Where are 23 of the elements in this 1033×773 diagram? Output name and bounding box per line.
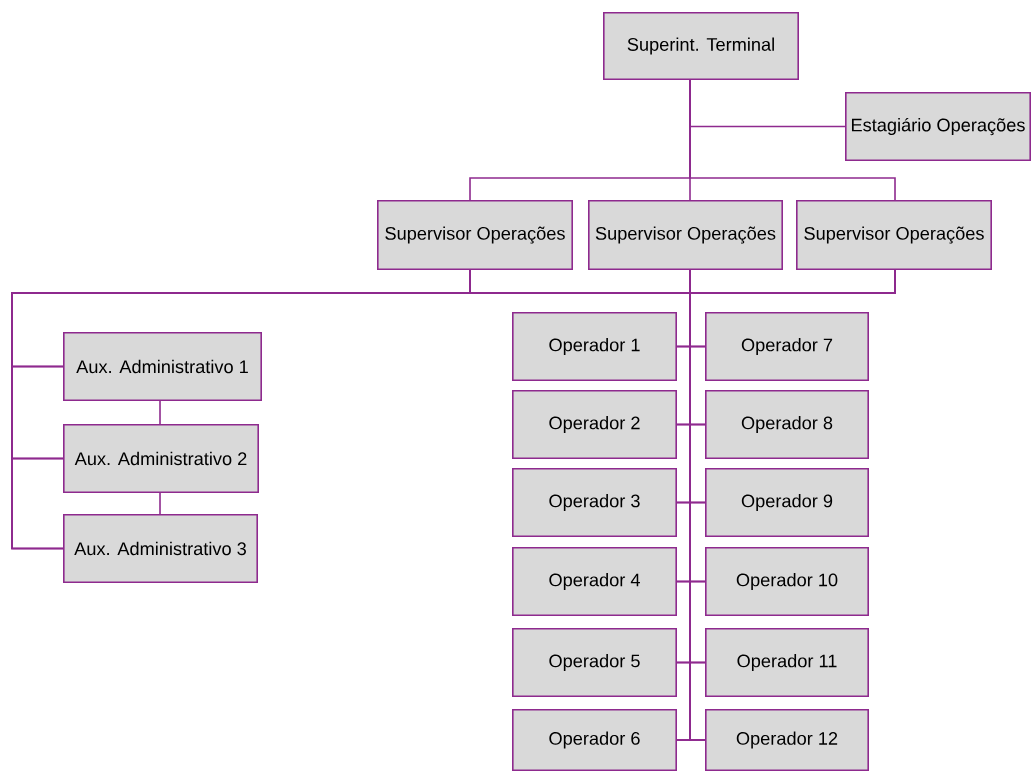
org-box: Operador 2	[512, 390, 677, 459]
org-box: Aux. Administrativo 3	[63, 514, 258, 583]
org-box: Operador 1	[512, 312, 677, 381]
org-box: Operador 9	[705, 468, 869, 537]
org-box: Aux. Administrativo 2	[63, 424, 259, 493]
org-box: Operador 7	[705, 312, 869, 381]
org-box: Aux. Administrativo 1	[63, 332, 262, 401]
org-box: Operador 3	[512, 468, 677, 537]
connector-line	[159, 492, 161, 515]
org-box: Operador 4	[512, 547, 677, 616]
org-box: Supervisor Operações	[796, 200, 992, 270]
org-box: Supervisor Operações	[377, 200, 573, 270]
connector-line	[689, 79, 896, 201]
org-box: Supervisor Operações	[588, 200, 783, 270]
org-box: Operador 5	[512, 628, 677, 697]
org-box: Operador 8	[705, 390, 869, 459]
org-box: Operador 10	[705, 547, 869, 616]
connector-line	[159, 400, 161, 425]
org-box: Operador 6	[512, 709, 677, 771]
org-box: Operador 11	[705, 628, 869, 697]
org-box: Estagiário Operações	[845, 92, 1031, 161]
org-box: Operador 12	[705, 709, 869, 771]
org-box: Superint. Terminal	[603, 12, 799, 80]
